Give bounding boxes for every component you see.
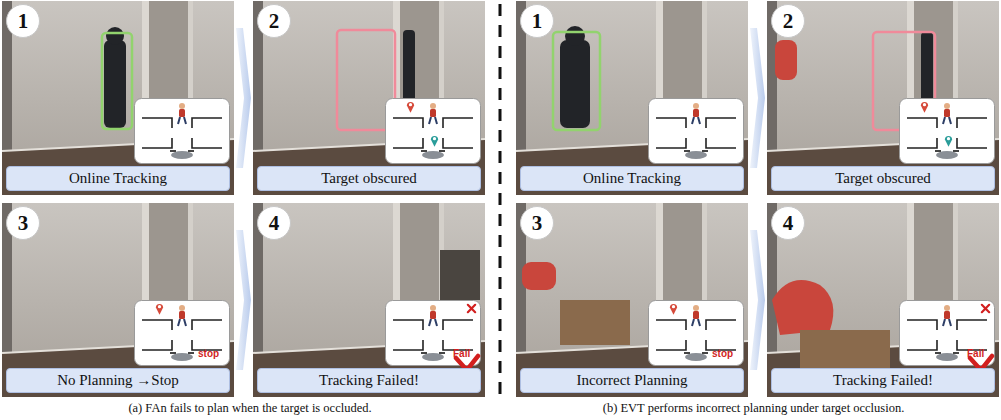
map-inset xyxy=(386,99,481,164)
step-label: Target obscured xyxy=(835,170,931,187)
cardboard-box xyxy=(560,300,630,345)
step-label-band: Online Tracking xyxy=(6,166,230,191)
map-inset xyxy=(649,301,744,366)
step-label: Online Tracking xyxy=(583,170,681,187)
step-number: 2 xyxy=(257,4,291,38)
step-chevron xyxy=(236,230,251,370)
target-pin xyxy=(156,304,163,315)
tracking-box xyxy=(102,33,132,129)
status-tag: stop xyxy=(712,348,733,359)
subfigure-caption: (b) EVT performs incorrect planning unde… xyxy=(506,401,1001,416)
step-number: 1 xyxy=(6,4,40,38)
status-tag: stop xyxy=(198,348,219,359)
step-label: Target obscured xyxy=(321,170,417,187)
target-pin xyxy=(921,102,928,113)
map-inset xyxy=(900,99,995,164)
step-label: No Planning →Stop xyxy=(57,372,179,389)
map-inset xyxy=(900,301,995,366)
map-inset xyxy=(649,99,744,164)
person-head xyxy=(565,26,585,46)
photo-panel xyxy=(2,203,234,397)
photo-panel xyxy=(516,203,748,397)
tracking-box xyxy=(553,32,600,130)
callout-number: 2 xyxy=(783,9,794,34)
drone-pin xyxy=(431,136,438,147)
photo-panel xyxy=(516,1,748,195)
photo-panel xyxy=(253,203,485,397)
target-pin xyxy=(407,102,414,113)
step-number: 1 xyxy=(520,4,554,38)
callout-number: 3 xyxy=(18,211,29,236)
status-tag: Fail xyxy=(453,348,470,359)
step-chevron xyxy=(750,230,765,370)
callout-number: 4 xyxy=(269,211,280,236)
fail-mark xyxy=(468,305,475,312)
step-label-band: Target obscured xyxy=(771,166,995,191)
step-number: 3 xyxy=(520,206,554,240)
shelf xyxy=(440,250,480,300)
callout-number: 4 xyxy=(783,211,794,236)
fail-mark xyxy=(982,305,989,312)
map-inset xyxy=(135,99,230,164)
callout-number: 1 xyxy=(532,9,543,34)
photo-panel xyxy=(767,203,999,397)
callout-number: 3 xyxy=(532,211,543,236)
callout-number: 1 xyxy=(18,9,29,34)
red-clothing xyxy=(522,262,556,290)
map-inset xyxy=(135,301,230,366)
subfigure-caption: (a) FAn fails to plan when the target is… xyxy=(0,401,500,416)
step-label-band: Incorrect Planning xyxy=(520,368,744,393)
step-label-band: Tracking Failed! xyxy=(771,368,995,393)
step-label: Tracking Failed! xyxy=(833,372,933,389)
step-number: 2 xyxy=(771,4,805,38)
callout-number: 2 xyxy=(269,9,280,34)
drone-pin xyxy=(945,136,952,147)
step-label-band: No Planning →Stop xyxy=(6,368,230,393)
step-number: 4 xyxy=(771,206,805,240)
photo-panel xyxy=(253,1,485,195)
person-silhouette xyxy=(104,40,126,128)
step-label: Online Tracking xyxy=(69,170,167,187)
step-number: 3 xyxy=(6,206,40,240)
step-label: Incorrect Planning xyxy=(576,372,687,389)
person-silhouette xyxy=(560,40,590,128)
status-tag: Fail xyxy=(967,348,984,359)
photo-panel xyxy=(767,1,999,195)
step-chevron xyxy=(750,28,765,168)
step-label-band: Target obscured xyxy=(257,166,481,191)
red-clothing xyxy=(772,280,833,335)
target-pin xyxy=(670,304,677,315)
step-label: Tracking Failed! xyxy=(319,372,419,389)
photo-panel xyxy=(2,1,234,195)
step-chevron xyxy=(236,28,251,168)
person-head xyxy=(106,27,124,45)
step-label-band: Online Tracking xyxy=(520,166,744,191)
dashed-divider xyxy=(499,4,502,398)
step-number: 4 xyxy=(257,206,291,240)
red-clothing xyxy=(775,40,797,80)
map-inset xyxy=(386,301,481,366)
step-label-band: Tracking Failed! xyxy=(257,368,481,393)
